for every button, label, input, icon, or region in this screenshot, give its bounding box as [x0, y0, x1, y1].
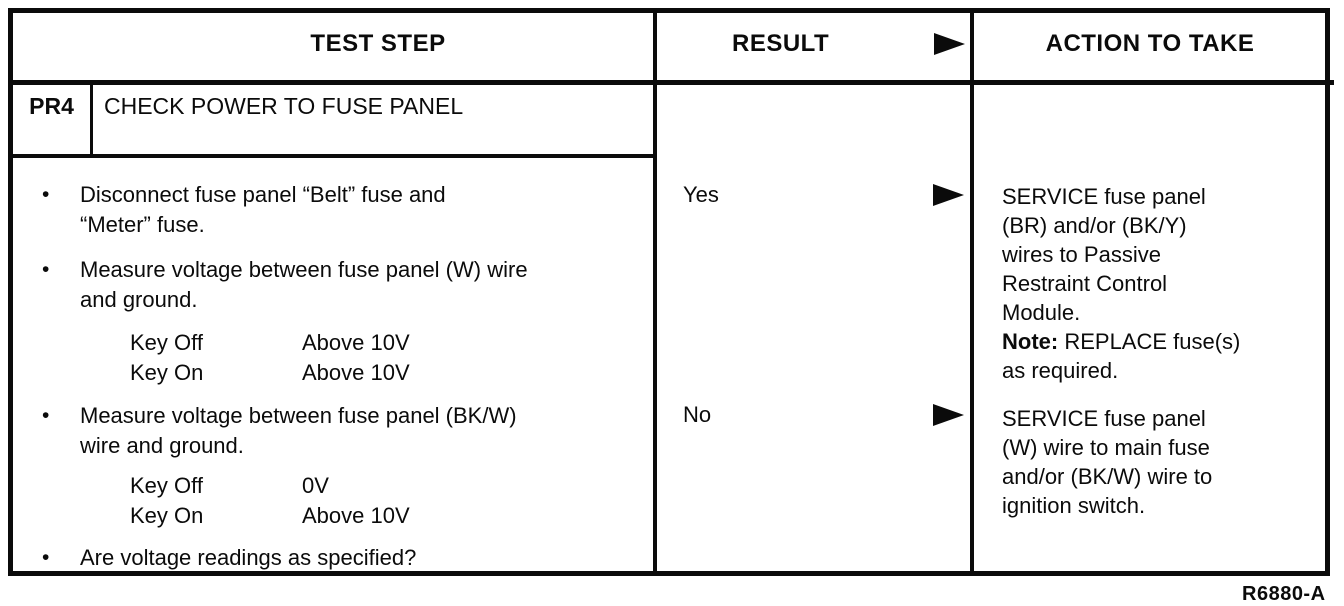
action-yes-line-1: SERVICE fuse panel — [1002, 184, 1206, 209]
action-no-line-2: (W) wire to main fuse — [1002, 435, 1210, 460]
result-no-label: No — [683, 402, 712, 427]
figure-reference: R6880-A — [1242, 583, 1326, 605]
action-yes-note-line: Note: REPLACE fuse(s) — [1002, 327, 1324, 356]
test-bullet-1-line-2: “Meter” fuse. — [80, 212, 205, 237]
action-no-line-1: SERVICE fuse panel — [1002, 406, 1206, 431]
step-row-bottom-border — [10, 154, 657, 158]
key-row: Key Off Above 10V — [130, 328, 646, 358]
test-bullet-2-line-2: and ground. — [80, 287, 198, 312]
column-divider-test-result — [653, 10, 657, 574]
note-label: Note: — [1002, 329, 1059, 354]
action-yes-line-7: as required. — [1002, 358, 1119, 383]
action-no-line-4: ignition switch. — [1002, 493, 1146, 518]
header-action-to-take: ACTION TO TAKE — [1045, 30, 1255, 57]
header-arrow-icon — [934, 33, 965, 55]
action-yes-block: SERVICE fuse panel (BR) and/or (BK/Y) wi… — [1002, 182, 1324, 385]
step-title: CHECK POWER TO FUSE PANEL — [104, 93, 464, 119]
key-row: Key Off 0V — [130, 471, 646, 501]
key-value: 0V — [302, 473, 329, 498]
key-state: Key Off — [130, 330, 203, 355]
key-state: Key On — [130, 360, 204, 385]
test-bullet-2-line-1: Measure voltage between fuse panel (W) w… — [80, 257, 528, 282]
bullet-icon: • — [42, 183, 50, 206]
test-bullet-1-line-1: Disconnect fuse panel “Belt” fuse and — [80, 182, 446, 207]
bullet-icon: • — [42, 404, 50, 427]
step-code: PR4 — [29, 93, 74, 119]
key-value: Above 10V — [302, 330, 410, 355]
test-step-column: • Disconnect fuse panel “Belt” fuse and … — [42, 180, 646, 573]
key-voltage-table-2: Key Off 0V Key On Above 10V — [42, 471, 646, 531]
step-code-divider — [90, 84, 93, 154]
action-yes-line-3: wires to Passive — [1002, 242, 1161, 267]
result-no-arrow-icon — [933, 404, 964, 426]
key-value: Above 10V — [302, 503, 410, 528]
header-bottom-border — [10, 80, 1334, 85]
test-bullet-4: • Are voltage readings as specified? — [42, 543, 646, 573]
action-yes-line-2: (BR) and/or (BK/Y) — [1002, 213, 1187, 238]
test-bullet-3-line-1: Measure voltage between fuse panel (BK/W… — [80, 403, 517, 428]
key-row: Key On Above 10V — [130, 501, 646, 531]
table-outer-border — [8, 8, 1330, 576]
action-yes-line-5: Module. — [1002, 300, 1081, 325]
action-no-block: SERVICE fuse panel (W) wire to main fuse… — [1002, 404, 1324, 520]
bullet-icon: • — [42, 258, 50, 281]
key-value: Above 10V — [302, 360, 410, 385]
test-bullet-4-line-1: Are voltage readings as specified? — [80, 545, 417, 570]
note-text: REPLACE fuse(s) — [1058, 329, 1241, 354]
key-state: Key On — [130, 503, 204, 528]
test-bullet-3: • Measure voltage between fuse panel (BK… — [42, 401, 646, 461]
key-state: Key Off — [130, 473, 203, 498]
test-bullet-1: • Disconnect fuse panel “Belt” fuse and … — [42, 180, 646, 240]
bullet-icon: • — [42, 546, 50, 569]
action-no-line-3: and/or (BK/W) wire to — [1002, 464, 1213, 489]
test-bullet-2: • Measure voltage between fuse panel (W)… — [42, 255, 646, 315]
result-yes-arrow-icon — [933, 184, 964, 206]
key-voltage-table-1: Key Off Above 10V Key On Above 10V — [42, 328, 646, 388]
header-result: RESULT — [732, 30, 830, 57]
header-test-step: TEST STEP — [310, 30, 446, 57]
column-divider-result-action — [970, 10, 974, 574]
key-row: Key On Above 10V — [130, 358, 646, 388]
result-yes-label: Yes — [683, 182, 719, 207]
test-bullet-3-line-2: wire and ground. — [80, 433, 244, 458]
action-yes-line-4: Restraint Control — [1002, 271, 1168, 296]
